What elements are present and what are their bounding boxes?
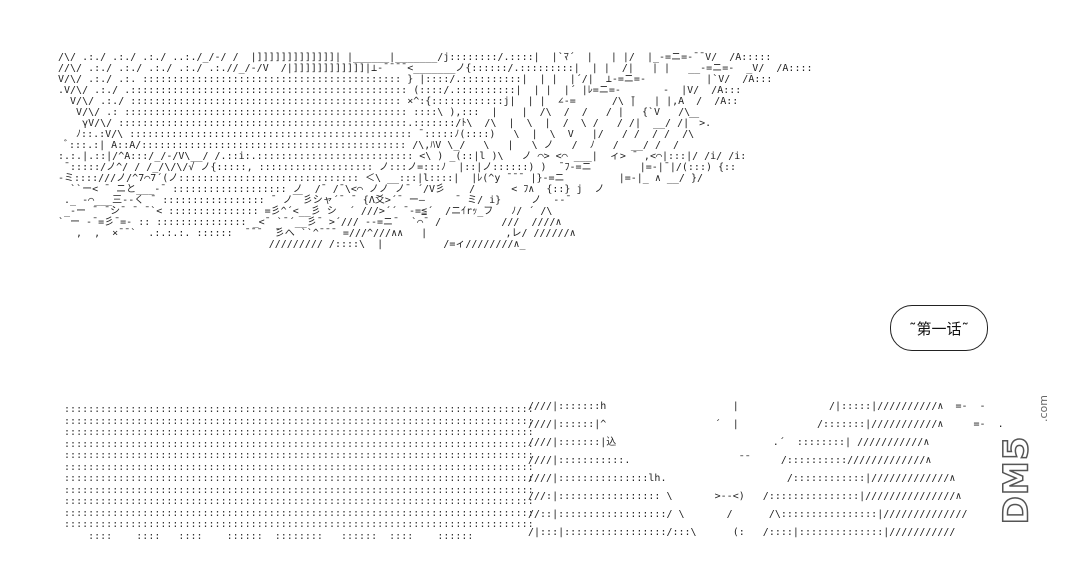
ascii-art-upper: /\/ .:./ .:./ .:./ ..:./_/-/ / |]]]]]]]]… bbox=[58, 52, 813, 250]
chapter-label: ˜第一话˜ bbox=[908, 319, 969, 338]
watermark-domain: .com bbox=[1037, 395, 1050, 422]
ascii-art-lower-left: ::::::::::::::::::::::::::::::::::::::::… bbox=[64, 404, 534, 542]
dm5-watermark: .com DM5 bbox=[996, 395, 1070, 560]
ascii-art-lower-right: ////|:::::::h | /|:::::|//////////∧ =- -… bbox=[528, 401, 1004, 538]
chapter-bubble: ˜第一话˜ bbox=[890, 305, 988, 351]
watermark-brand: DM5 bbox=[996, 435, 1038, 525]
